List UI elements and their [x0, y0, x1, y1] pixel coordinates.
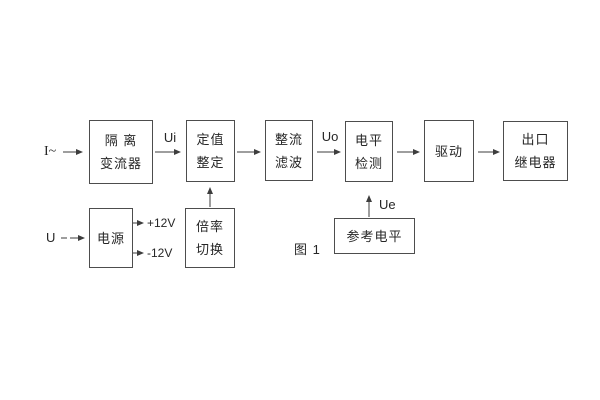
rail-plus12v-label: +12V [147, 216, 176, 230]
block-reference-level: 参考电平 [334, 218, 415, 254]
block-label-line: 整流 [274, 131, 303, 147]
block-label-line: 隔 离 [104, 133, 138, 148]
block-label-line: 检测 [354, 155, 383, 171]
signal-uo-label: Uo [321, 129, 339, 144]
block-drive: 驱动 [424, 120, 474, 182]
block-label-line: 定值 [196, 132, 225, 147]
block-label-line: 变流器 [99, 156, 142, 171]
block-label-line: 出口 [521, 132, 550, 147]
block-output-relay: 出口 继电器 [503, 121, 568, 181]
block-label-line: 电源 [96, 230, 125, 246]
block-setting-adjustment: 定值 整定 [186, 120, 235, 182]
block-rectifier-filter: 整流 滤波 [265, 120, 313, 181]
block-label-line: 切换 [195, 242, 224, 257]
block-isolation-transducer: 隔 离 变流器 [89, 120, 153, 184]
block-label-line: 驱动 [434, 143, 463, 159]
block-level-detection: 电平 检测 [345, 121, 393, 182]
block-label-line: 参考电平 [346, 228, 403, 244]
block-label-line: 倍率 [195, 219, 224, 234]
signal-ue-label: Ue [379, 197, 396, 212]
figure-caption: 图 1 [294, 242, 321, 257]
block-label-line: 电平 [354, 132, 383, 148]
block-power-supply: 电源 [89, 208, 133, 268]
block-label-line: 滤波 [274, 154, 303, 170]
block-ratio-switch: 倍率 切换 [185, 208, 235, 268]
block-label-line: 继电器 [514, 155, 557, 170]
rail-minus12v-label: -12V [147, 246, 173, 260]
block-label-line: 整定 [196, 155, 225, 170]
input-voltage-label: U [46, 230, 56, 245]
input-current-label: I~ [44, 144, 57, 159]
signal-ui-label: Ui [163, 130, 177, 145]
